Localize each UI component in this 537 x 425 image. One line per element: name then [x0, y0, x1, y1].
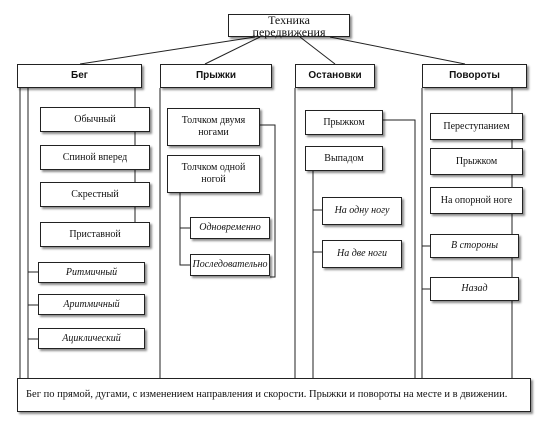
heading-jumps: Прыжки	[160, 64, 272, 88]
run-subitem-arrhythmic: Аритмичный	[38, 294, 145, 315]
turns-item-jump: Прыжком	[430, 148, 523, 175]
jumps-item-two-feet: Толчком двумя ногами	[167, 108, 260, 146]
stops-item-lunge: Выпадом	[305, 146, 383, 171]
stops-item-jump: Прыжком	[305, 110, 383, 135]
run-item-cross: Скрестный	[40, 182, 150, 207]
heading-stops: Остановки	[295, 64, 375, 88]
run-item-ordinary: Обычный	[40, 107, 150, 132]
turns-item-stepping: Переступанием	[430, 113, 523, 140]
run-subitem-acyclic: Ациклический	[38, 328, 145, 349]
stops-subitem-one-foot: На одну ногу	[322, 197, 402, 225]
turns-subitem-sides: В стороны	[430, 234, 519, 258]
run-subitem-rhythmic: Ритмичный	[38, 262, 145, 283]
turns-subitem-back: Назад	[430, 277, 519, 301]
jumps-subitem-simultaneous: Одновременно	[190, 217, 270, 239]
run-item-backward: Спиной вперед	[40, 145, 150, 170]
stops-subitem-two-feet: На две ноги	[322, 240, 402, 268]
diagram-title: Техника передвижения	[228, 14, 350, 38]
footer-description: Бег по прямой, дугами, с изменением напр…	[17, 378, 531, 412]
heading-turns: Повороты	[422, 64, 527, 88]
run-item-side: Приставной	[40, 222, 150, 247]
heading-run: Бег	[17, 64, 142, 88]
jumps-item-one-foot: Толчком одной ногой	[167, 155, 260, 193]
turns-item-pivot: На опорной ноге	[430, 187, 523, 214]
jumps-subitem-sequential: Последовательно	[190, 254, 270, 276]
